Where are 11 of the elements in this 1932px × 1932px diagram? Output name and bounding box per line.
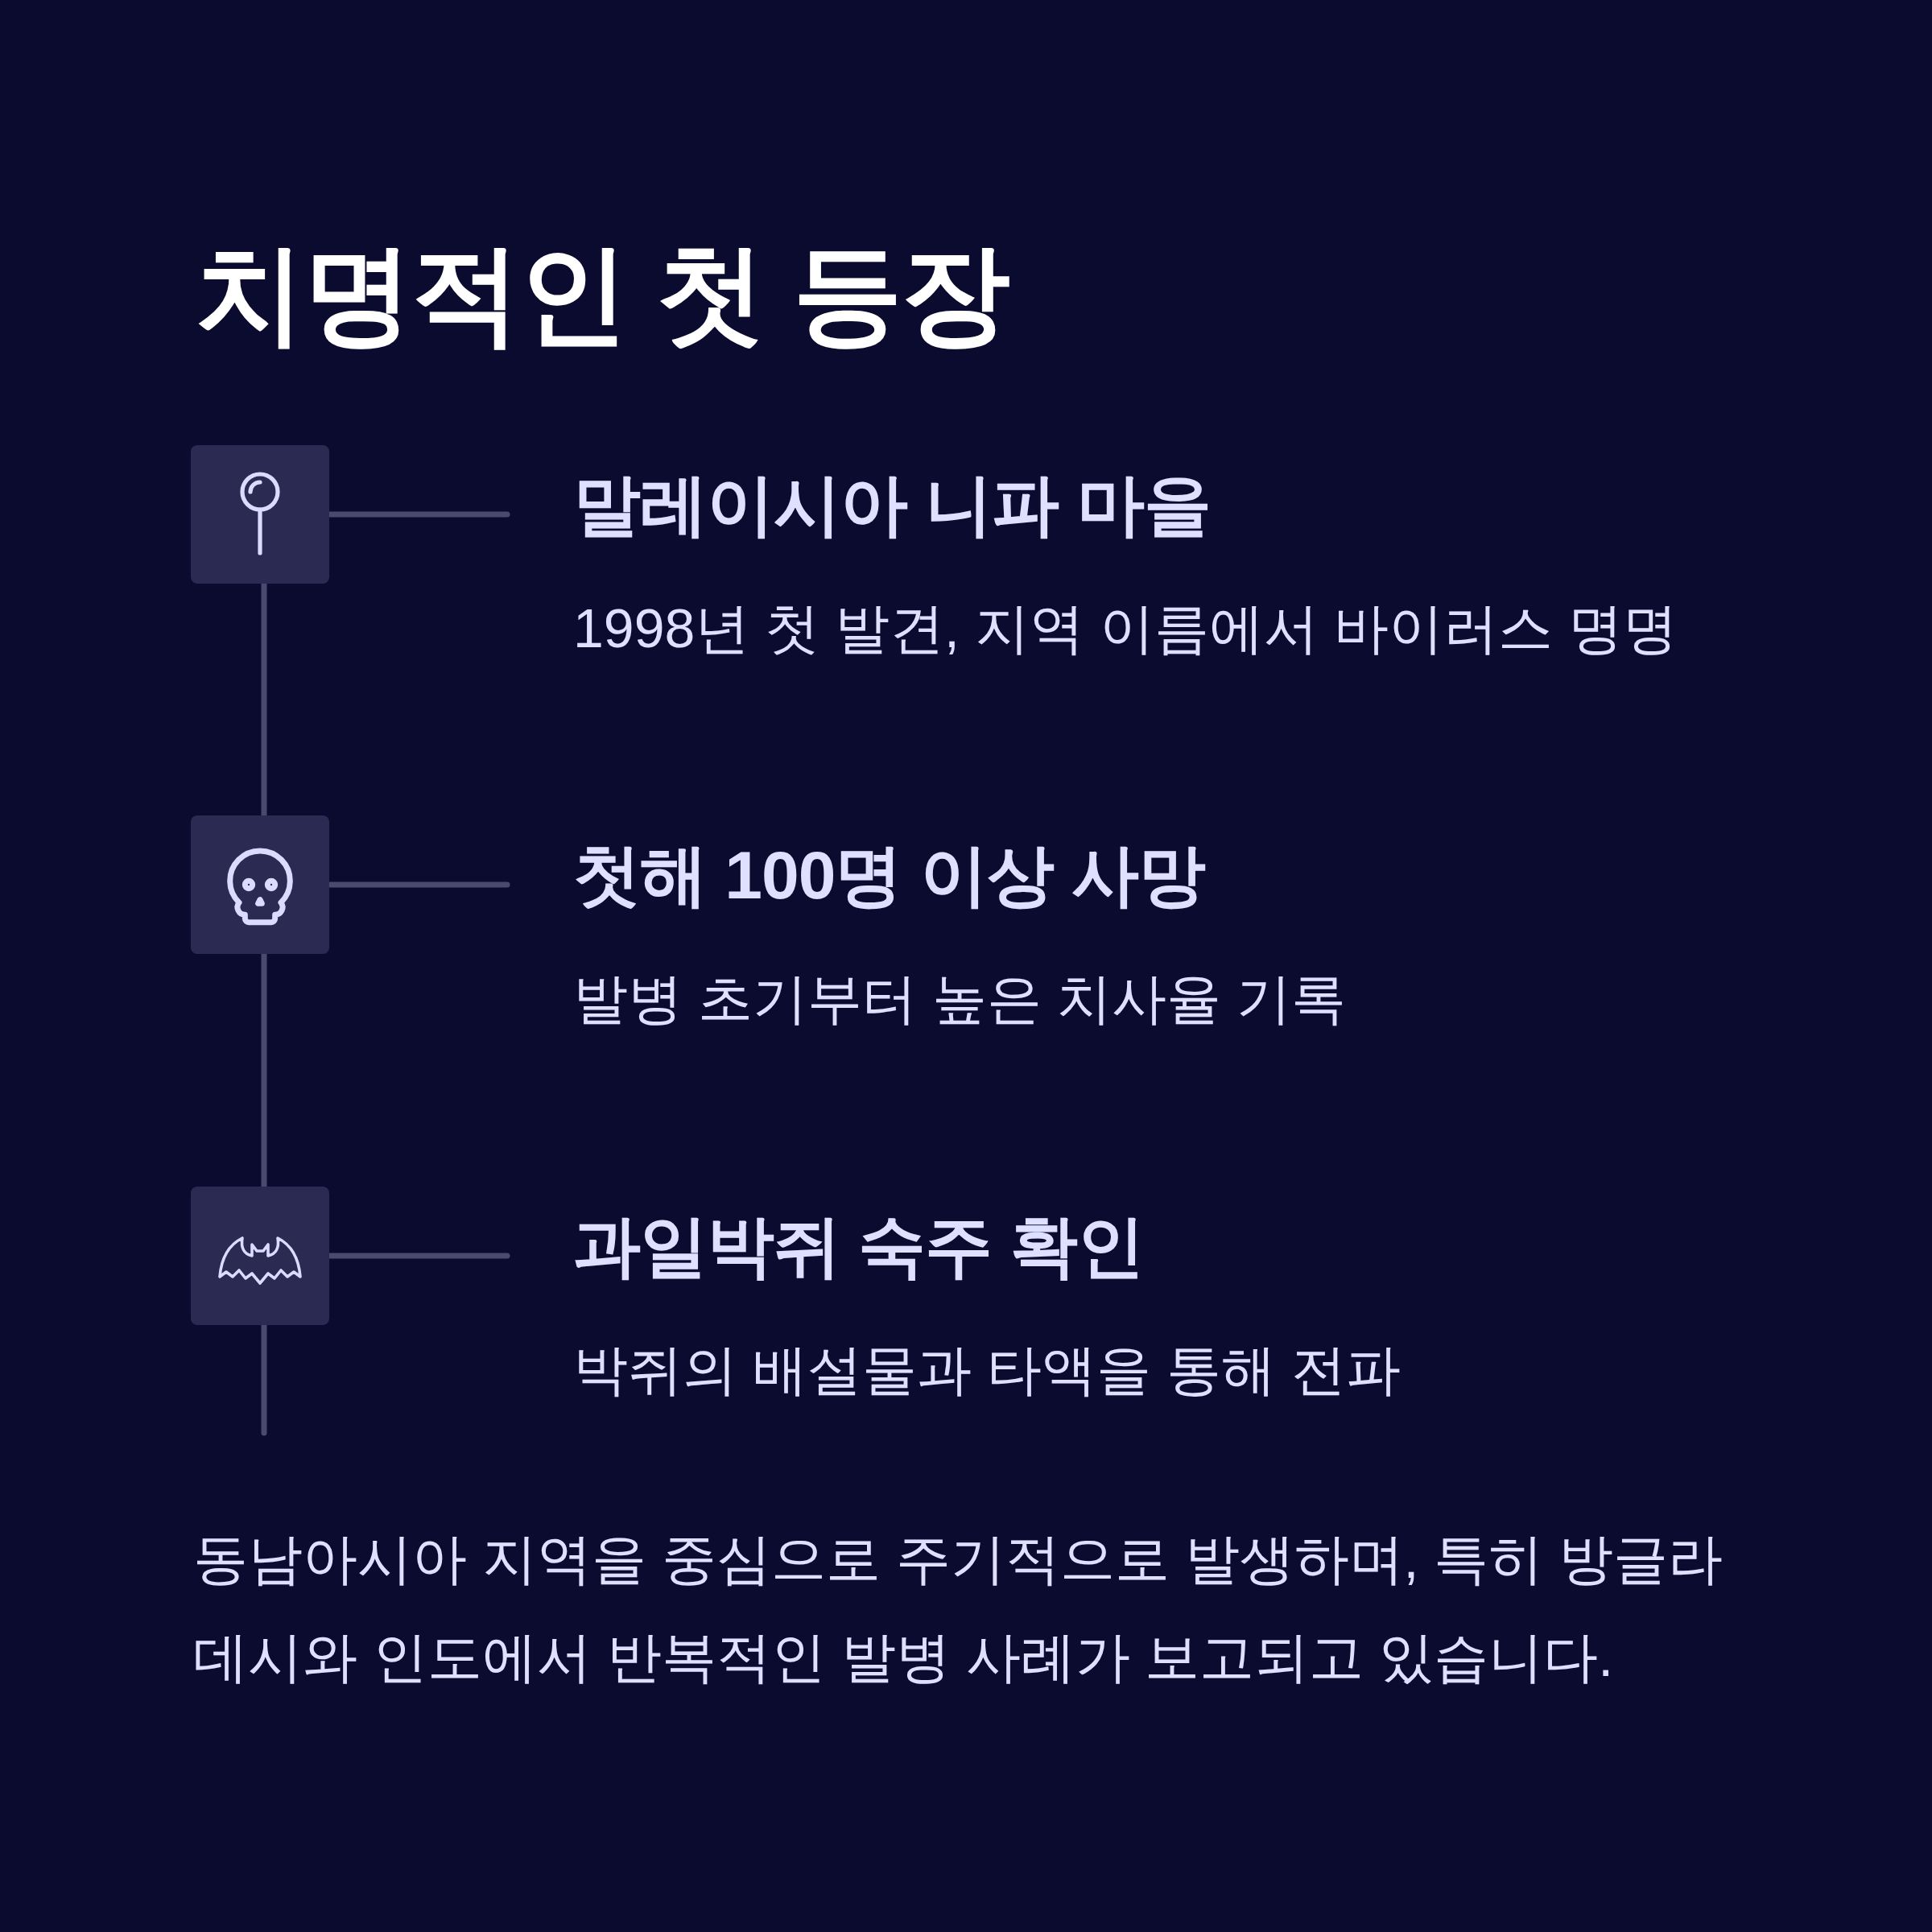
item-description: 1998년 첫 발견, 지역 이름에서 바이러스 명명 (573, 597, 1678, 660)
item-heading: 과일박쥐 숙주 확인 (573, 1208, 1144, 1286)
item-description: 발병 초기부터 높은 치사율 기록 (573, 967, 1346, 1030)
icon-box (191, 815, 329, 954)
item-heading: 첫해 100명 이상 사망 (573, 836, 1206, 914)
title: 치명적인 첫 등장 (196, 232, 1009, 357)
icon-box (191, 445, 329, 584)
footnote-paragraph: 동남아시아 지역을 중심으로 주기적으로 발생하며, 특히 방글라데시와 인도에서 반복적인 발병 사례가 보고되고 있습니다. (193, 1527, 1724, 1689)
icon-box (191, 1187, 329, 1325)
item-description: 박쥐의 배설물과 타액을 통해 전파 (573, 1338, 1401, 1402)
item-heading: 말레이시아 니파 마을 (573, 466, 1211, 544)
